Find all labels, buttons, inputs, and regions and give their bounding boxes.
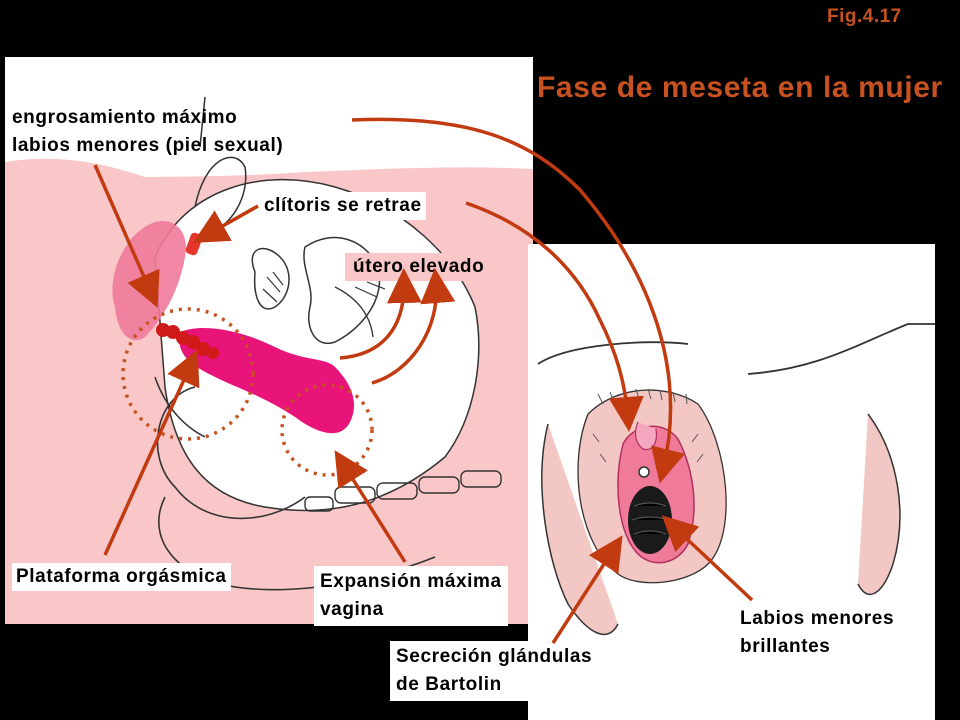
figure-title: Fase de meseta en la mujer: [537, 71, 943, 104]
arrow-utero-2: [371, 268, 456, 385]
label-secrecion: Secreción glándulas de Bartolin: [390, 641, 599, 701]
arrow-engrosamiento-left: [93, 164, 160, 308]
label-plataforma: Plataforma orgásmica: [12, 563, 231, 591]
label-expansion: Expansión máxima vagina: [314, 566, 508, 626]
label-labios-line1: Labios menores: [740, 608, 895, 629]
label-labios-brillantes: Labios menores brillantes: [740, 605, 894, 661]
arrow-clitoris-left: [192, 204, 259, 243]
label-engrosamiento-line1: engrosamiento máximo: [12, 107, 238, 128]
arrow-plataforma: [103, 349, 200, 556]
arrow-engrosamiento-right: [351, 117, 685, 484]
label-secrecion-line1: Secreción glándulas: [396, 646, 593, 667]
label-engrosamiento: engrosamiento máximo labios menores (pie…: [12, 104, 283, 160]
arrow-labios-brillantes: [661, 515, 754, 602]
label-labios-line2: brillantes: [740, 636, 831, 657]
figure-label: Fig.4.17: [827, 6, 902, 27]
label-expansion-line2: vagina: [320, 599, 384, 620]
label-expansion-line1: Expansión máxima: [320, 571, 502, 592]
arrow-secrecion: [551, 535, 623, 644]
arrow-clitoris-right: [465, 201, 644, 432]
label-engrosamiento-line2: labios menores (piel sexual): [12, 135, 284, 156]
arrow-utero-1: [339, 268, 422, 360]
arrow-expansion: [334, 450, 407, 563]
label-clitoris: clítoris se retrae: [260, 192, 426, 220]
label-secrecion-line2: de Bartolin: [396, 674, 502, 695]
